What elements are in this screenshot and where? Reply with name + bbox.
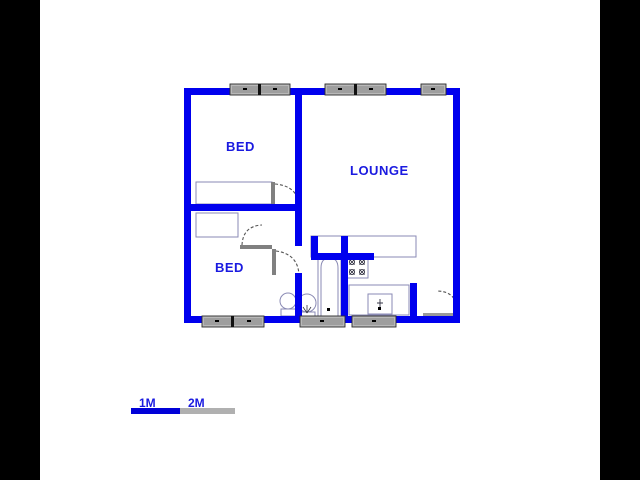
door-bed-1-leaf xyxy=(271,182,275,206)
wardrobe-bed-2-shape xyxy=(195,212,239,238)
scale-label-2m: 2M xyxy=(188,396,205,410)
wall-bathroom-west xyxy=(311,236,318,259)
kitchen-sink-drain xyxy=(378,307,381,310)
room-label-bed-2: BED xyxy=(215,260,244,275)
doors-layer xyxy=(240,182,458,317)
scale-label-1m: 1M xyxy=(139,396,156,410)
window-kitchen-south xyxy=(351,315,397,328)
fixtures-layer xyxy=(195,181,417,318)
wall-north-exterior xyxy=(184,88,460,95)
window-bed-2-south xyxy=(201,315,265,328)
window-lounge-north xyxy=(324,83,387,96)
scale-bar-segment-1 xyxy=(131,408,180,414)
toilet-detail xyxy=(302,305,312,314)
wash-basin-pedestal xyxy=(280,308,297,317)
wall-partition-bed1-lounge xyxy=(295,88,302,206)
window-bed-1-north xyxy=(229,83,291,96)
room-label-lounge: LOUNGE xyxy=(350,163,409,178)
wall-bed2-east xyxy=(295,273,302,323)
window-lounge-north-east xyxy=(420,83,447,96)
wall-bathroom-east xyxy=(341,236,348,323)
wall-passage-west-upper xyxy=(295,204,302,246)
bath-drain xyxy=(327,308,330,311)
door-bathroom-leaf xyxy=(240,245,272,249)
room-label-bed-1: BED xyxy=(226,139,255,154)
door-bed-2-arc xyxy=(275,250,300,276)
kitchen-sink-tap xyxy=(377,299,383,307)
door-bed-2-leaf xyxy=(272,249,276,275)
door-bathroom-arc xyxy=(241,224,263,246)
windows-layer xyxy=(201,83,447,328)
door-entrance-leaf xyxy=(423,313,457,317)
wash-basin-bowl xyxy=(279,292,297,310)
wall-partition-bed1-bed2 xyxy=(184,204,302,211)
wardrobe-bed-1-shape xyxy=(195,181,273,205)
scale-bar-segment-2 xyxy=(180,408,235,414)
wall-east-exterior xyxy=(453,88,460,323)
window-bathroom-south xyxy=(299,315,346,328)
door-entrance-arc xyxy=(437,290,458,314)
wall-kitchen-east xyxy=(410,283,417,323)
